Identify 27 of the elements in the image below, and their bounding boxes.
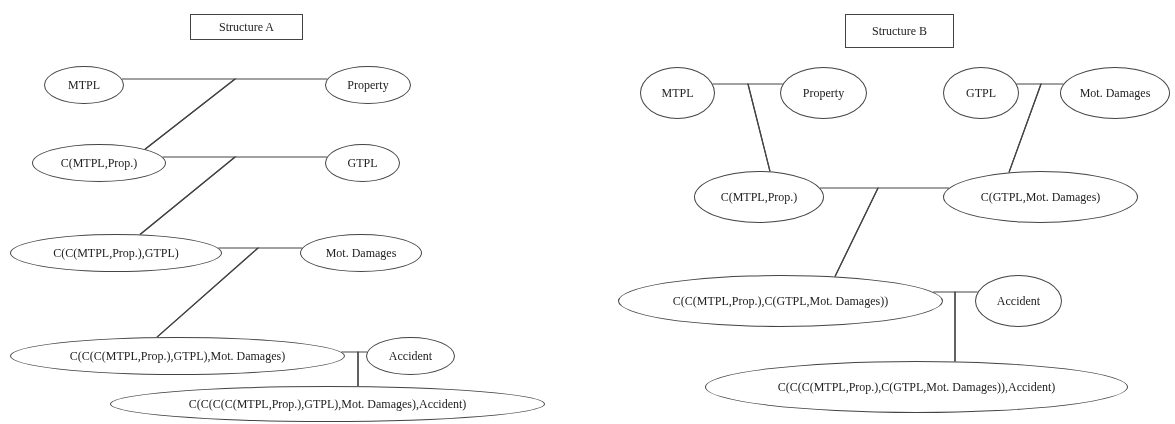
connector-line [747, 83, 784, 172]
ellipse-node: C(MTPL,Prop.) [32, 144, 166, 182]
ellipse-node: Mot. Damages [1060, 67, 1170, 119]
ellipse-node: Property [780, 67, 867, 119]
connector-line [144, 78, 328, 150]
ellipse-node: C(C(C(MTPL,Prop.),GTPL),Mot. Damages) [10, 337, 345, 375]
connector-line [954, 291, 979, 363]
connector-line [139, 156, 328, 236]
ellipse-node: GTPL [943, 67, 1019, 119]
ellipse-node: MTPL [44, 66, 124, 104]
ellipse-node: Property [325, 66, 411, 104]
ellipse-node: Accident [366, 337, 455, 375]
connector-line [1008, 83, 1064, 173]
ellipse-node: C(C(C(MTPL,Prop.),C(GTPL,Mot. Damages)),Accident) [705, 361, 1128, 413]
ellipse-node: Mot. Damages [300, 234, 422, 272]
connector-line [156, 247, 303, 338]
ellipse-node: GTPL [325, 144, 400, 182]
ellipse-node: MTPL [640, 67, 715, 119]
title-box: Structure B [845, 14, 954, 48]
ellipse-node: C(C(C(C(MTPL,Prop.),GTPL),Mot. Damages),Accident) [110, 386, 545, 422]
ellipse-node: C(C(MTPL,Prop.),C(GTPL,Mot. Damages)) [618, 275, 943, 327]
title-box: Structure A [190, 14, 303, 40]
connector-line [357, 351, 368, 387]
ellipse-node: C(GTPL,Mot. Damages) [943, 171, 1138, 223]
ellipse-node: C(MTPL,Prop.) [694, 171, 824, 223]
ellipse-node: C(C(MTPL,Prop.),GTPL) [10, 234, 222, 272]
ellipse-node: Accident [975, 275, 1062, 327]
